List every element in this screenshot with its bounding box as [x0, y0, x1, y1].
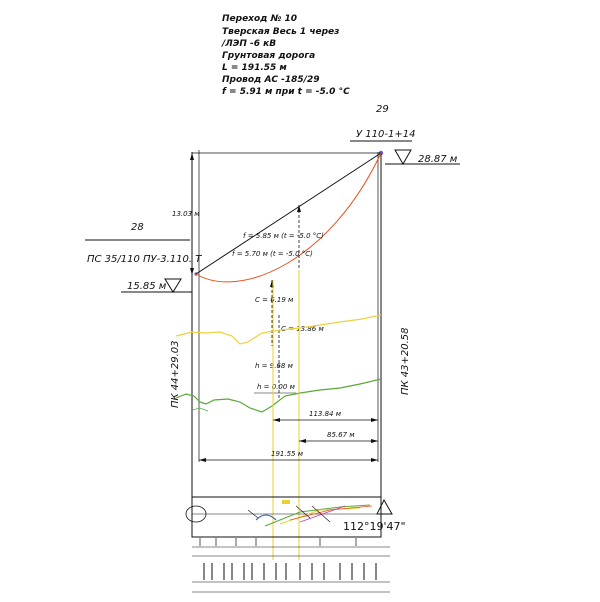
header-line-6: Провод АС -185/29: [222, 75, 319, 85]
distance-dim-1-arrow-right: [371, 418, 378, 422]
plan-frame: [191, 496, 382, 538]
ruler-small-ticks: [199, 538, 357, 546]
distance-dim-2-arrow-left: [299, 439, 306, 443]
support-right: 29 У 110-1+14 28.87 м: [350, 104, 460, 166]
ground-detail: [191, 407, 209, 412]
plan-hatching: [247, 505, 331, 523]
header-block: Переход № 10 Тверская Весь 1 через /ЛЭП …: [221, 14, 350, 97]
header-line-7: f = 5.91 м при t = -5.0 °C: [222, 87, 350, 97]
support-left-elevation: 15.85 м: [127, 281, 167, 292]
sag-arrow-top: [297, 205, 301, 212]
header-line-1: Переход № 10: [222, 14, 297, 24]
support-right-number: 29: [376, 104, 389, 115]
ruler-ticks: [203, 563, 377, 580]
height-diff-label: 13.03 м: [172, 210, 200, 218]
sag-label-2: f = 5.70 м (t = -5.0 °C): [232, 250, 313, 258]
height-label-1: h = 9.68 м: [255, 362, 294, 370]
support-left-number: 28: [131, 222, 144, 233]
wire-sag-curve: [195, 152, 382, 283]
support-left-elevation-marker: [164, 278, 182, 293]
height-diff-arrow-top: [190, 153, 194, 160]
span-arrow-left: [199, 458, 206, 462]
distance-label-1: 113.84 м: [309, 410, 342, 418]
clearance-label-2: C = 13.86 м: [281, 325, 324, 333]
header-line-4: Грунтовая дорога: [222, 51, 315, 61]
span-label: 191.55 м: [271, 450, 304, 458]
height-diff-arrow-bottom: [190, 268, 194, 275]
plan-road-blue: [255, 514, 277, 521]
bottom-ruler: [192, 538, 390, 593]
plan-angle-label: 112°19'47": [343, 520, 406, 533]
support-right-elevation-marker: [394, 149, 412, 166]
span-arrow-right: [371, 458, 378, 462]
picket-left: ПК 44+29.03: [170, 340, 181, 408]
clearance-label-1: C = 6.19 м: [255, 296, 294, 304]
support-left: 28 ПС 35/110 ПУ-3.110. Т 15.85 м: [85, 222, 202, 293]
header-line-5: L = 191.55 м: [222, 63, 287, 73]
distance-dim-1-arrow-left: [273, 418, 280, 422]
distance-dim-2-arrow-right: [371, 439, 378, 443]
plan-angle-marker: [376, 498, 393, 515]
ground-profile: [175, 378, 382, 413]
picket-right: ПК 43+20.58: [400, 327, 411, 395]
support-right-type: У 110-1+14: [356, 129, 415, 140]
plan-view: 112°19'47": [185, 496, 406, 538]
header-line-3: /ЛЭП -6 кВ: [221, 39, 276, 49]
support-right-elevation: 28.87 м: [418, 154, 458, 165]
height-label-2: h = 0.00 м: [257, 383, 296, 391]
plan-road-orange: [289, 505, 373, 521]
sag-label-1: f = 5.85 м (t = -5.0 °C): [243, 232, 324, 240]
distance-label-2: 85.67 м: [327, 431, 355, 439]
support-left-type: ПС 35/110 ПУ-3.110. Т: [87, 254, 202, 265]
plan-marker: [282, 500, 290, 504]
header-line-2: Тверская Весь 1 через: [222, 27, 339, 37]
plan-road-magenta: [299, 505, 346, 523]
upper-profile: [175, 314, 382, 345]
chord-line: [195, 152, 382, 275]
